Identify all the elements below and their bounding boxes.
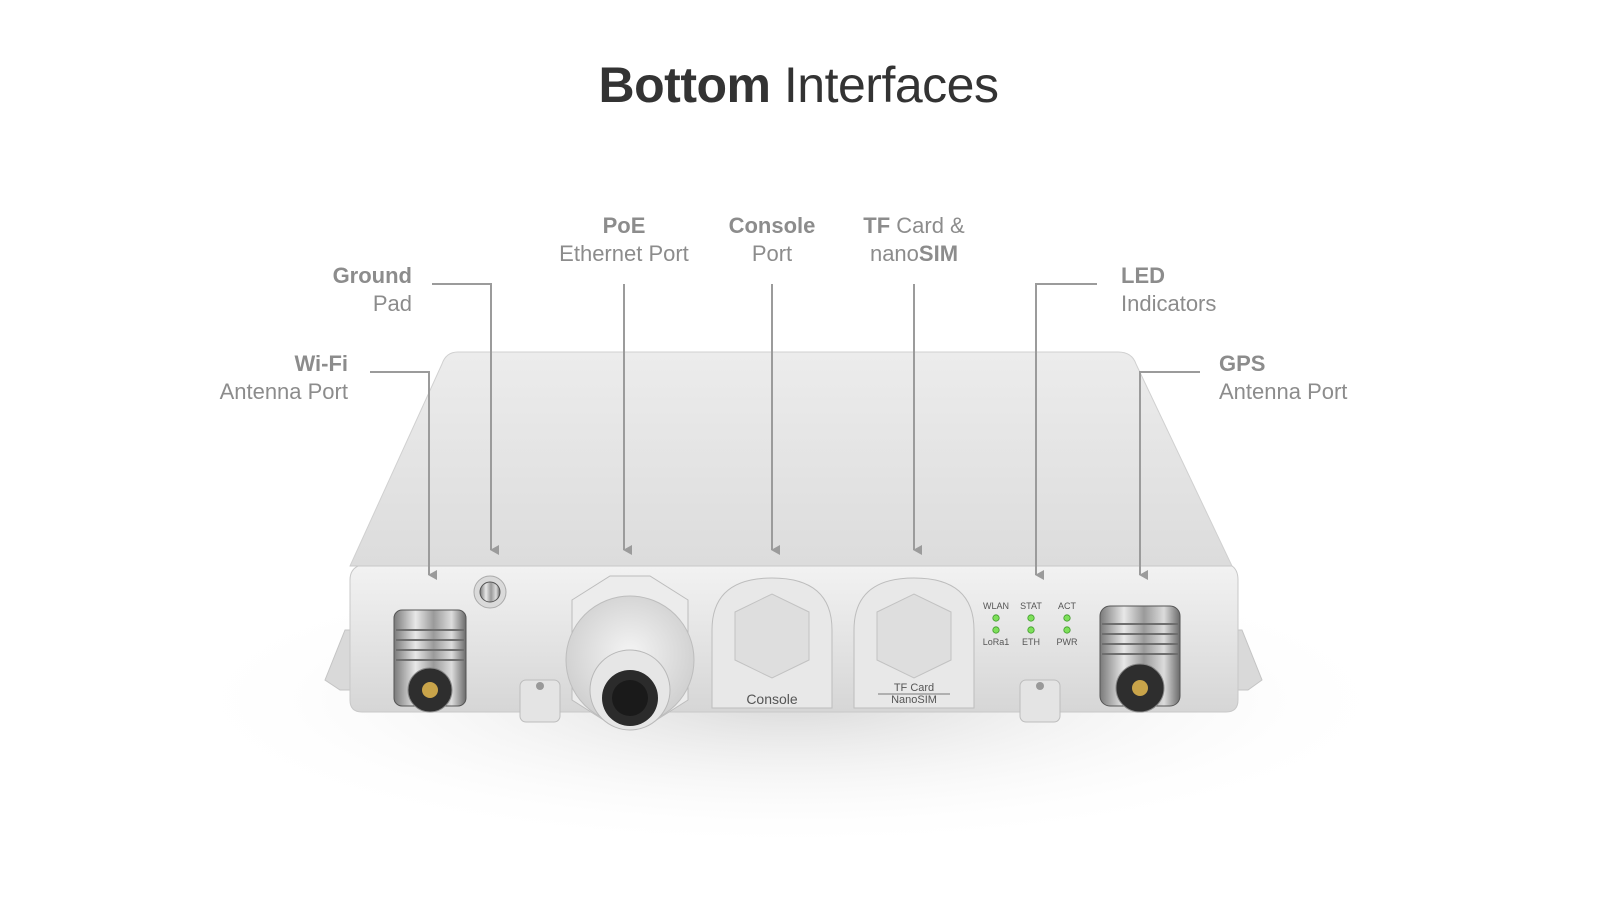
callout-tf-rest2: nano <box>869 241 919 266</box>
led-lora1 <box>992 626 1000 634</box>
led-act <box>1063 614 1071 622</box>
leader-gps <box>1139 371 1200 580</box>
callout-wifi-title: Wi-Fi <box>294 351 348 376</box>
callout-poe: PoE Ethernet Port <box>524 212 724 268</box>
callout-ground: Ground Pad <box>333 262 412 318</box>
callout-console-sub: Port <box>751 241 793 266</box>
led-label-stat: STAT <box>1020 601 1042 611</box>
standoff-left <box>519 679 561 723</box>
callout-tf-bold2: SIM <box>918 241 959 266</box>
led-pwr <box>1063 626 1071 634</box>
led-wlan <box>992 614 1000 622</box>
leader-wifi <box>370 371 437 580</box>
title-bold: Bottom <box>598 57 771 113</box>
callout-wifi: Wi-Fi Antenna Port <box>220 350 348 406</box>
standoff-right <box>1019 679 1061 723</box>
callout-tf-rest1: Card & <box>890 213 965 238</box>
led-eth <box>1027 626 1035 634</box>
callout-tf-card: TF Card & nanoSIM <box>834 212 994 268</box>
leader-ground <box>432 283 499 555</box>
callout-gps: GPS Antenna Port <box>1219 350 1347 406</box>
callout-poe-sub: Ethernet Port <box>559 241 689 266</box>
poe-cable-gland <box>565 575 695 731</box>
page-title: Bottom Interfaces <box>0 56 1597 114</box>
leader-led <box>1035 283 1097 580</box>
console-cap <box>711 577 833 709</box>
wifi-connector <box>393 609 467 713</box>
led-lights <box>992 614 1071 634</box>
callout-wifi-sub: Antenna Port <box>219 379 348 404</box>
callout-console: Console Port <box>692 212 852 268</box>
callout-led: LED Indicators <box>1121 262 1216 318</box>
callout-ground-sub: Pad <box>372 291 412 316</box>
tf-print-bottom: NanoSIM <box>891 694 937 706</box>
leader-lines <box>370 283 1200 580</box>
gps-connector <box>1099 605 1181 713</box>
callout-led-sub: Indicators <box>1121 291 1217 316</box>
callout-poe-title: PoE <box>602 213 646 238</box>
callout-tf-bold1: TF <box>863 213 891 238</box>
led-stat <box>1027 614 1035 622</box>
callout-console-title: Console <box>728 213 816 238</box>
title-light: Interfaces <box>783 57 999 113</box>
callout-gps-sub: Antenna Port <box>1219 379 1348 404</box>
led-label-pwr: PWR <box>1057 637 1078 647</box>
led-label-act: ACT <box>1058 601 1077 611</box>
callout-gps-title: GPS <box>1219 351 1266 376</box>
led-label-lora1: LoRa1 <box>983 637 1010 647</box>
callout-ground-title: Ground <box>332 263 412 288</box>
tf-print-top: TF Card <box>894 682 934 694</box>
ground-pad-screw <box>473 575 507 609</box>
callout-led-title: LED <box>1121 263 1165 288</box>
led-label-eth: ETH <box>1022 637 1040 647</box>
device-top-face <box>349 351 1233 567</box>
console-print: Console <box>746 691 798 707</box>
led-label-wlan: WLAN <box>983 601 1009 611</box>
tf-card-cap <box>853 577 975 709</box>
